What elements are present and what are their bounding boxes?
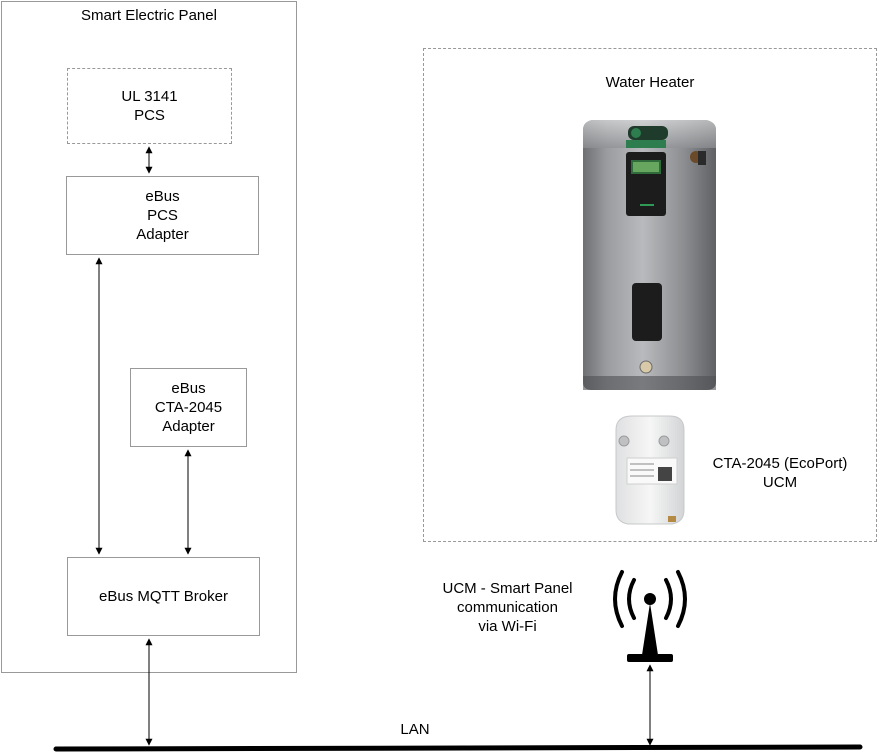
wifi-antenna-icon [613,570,687,662]
ucm-module-image [615,415,685,525]
ebus-mqtt-broker-box: eBus MQTT Broker [67,557,260,636]
wifi-communication-label: UCM - Smart Panel communication via Wi-F… [442,580,573,635]
water-heater-image [583,120,716,390]
ebus-cta2045-adapter-label: eBus CTA-2045 Adapter [154,380,223,435]
ebus-pcs-adapter-box: eBus PCS Adapter [66,176,259,255]
ul3141-pcs-box: UL 3141 PCS [67,68,232,144]
ul3141-pcs-label: UL 3141 PCS [121,88,178,124]
ucm-label: CTA-2045 (EcoPort) UCM [712,455,848,491]
ebus-cta2045-adapter-box: eBus CTA-2045 Adapter [130,368,247,447]
water-heater-title: Water Heater [605,74,695,91]
smart-electric-panel-title: Smart Electric Panel [81,7,217,24]
ebus-mqtt-broker-label: eBus MQTT Broker [99,588,228,605]
ebus-pcs-adapter-label: eBus PCS Adapter [136,188,189,243]
lan-label: LAN [400,721,430,738]
lan-bus-line [53,744,863,752]
